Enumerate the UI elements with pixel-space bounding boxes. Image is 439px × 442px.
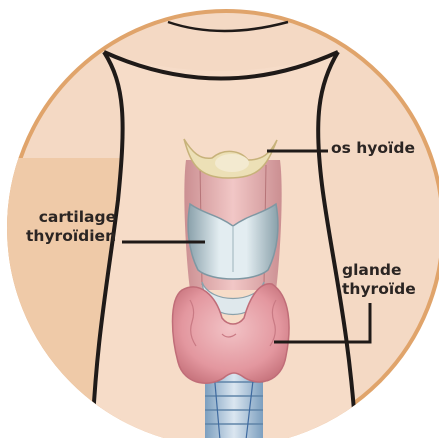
label-gland-line1: glande: [342, 261, 416, 280]
label-hyoid-bone: os hyoïde: [331, 139, 415, 158]
label-cartilage-line1: cartilage: [26, 208, 116, 227]
label-thyroid-cartilage: cartilage thyroïdien: [26, 208, 116, 246]
label-thyroid-gland: glande thyroïde: [342, 261, 416, 299]
label-gland-line2: thyroïde: [342, 280, 416, 299]
label-hyoid-text: os hyoïde: [331, 139, 415, 157]
label-cartilage-line2: thyroïdien: [26, 227, 116, 246]
